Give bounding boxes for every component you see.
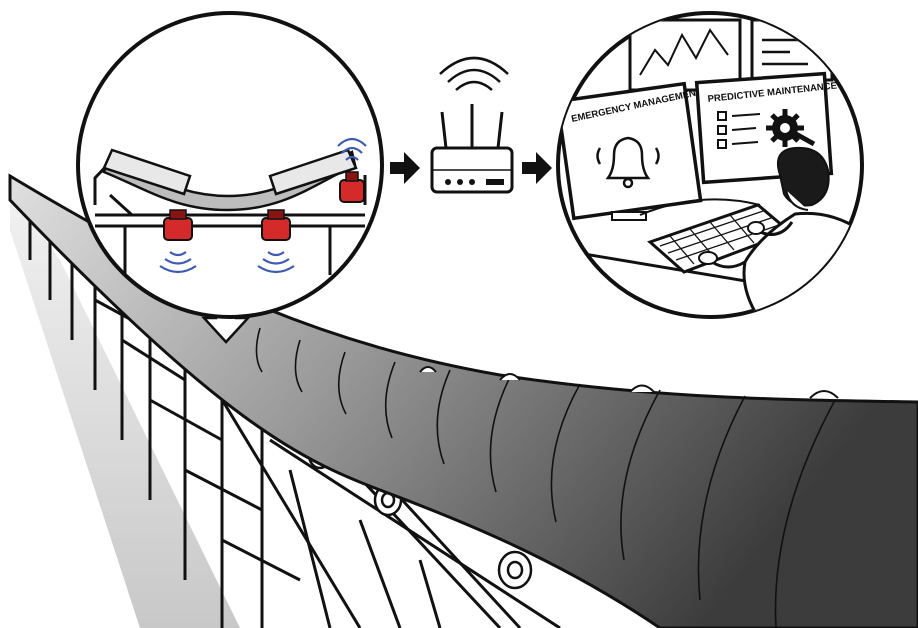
- sensor-detail-circle: [78, 13, 382, 317]
- arrow-right-icon: [390, 152, 420, 184]
- control-room-circle: EMERGENCY MANAGEMENT PREDICTIVE MAINTENA…: [557, 13, 862, 320]
- arrow-right-icon: [522, 152, 552, 184]
- emergency-monitor: EMERGENCY MANAGEMENT: [557, 84, 702, 220]
- router-icon: [432, 58, 512, 192]
